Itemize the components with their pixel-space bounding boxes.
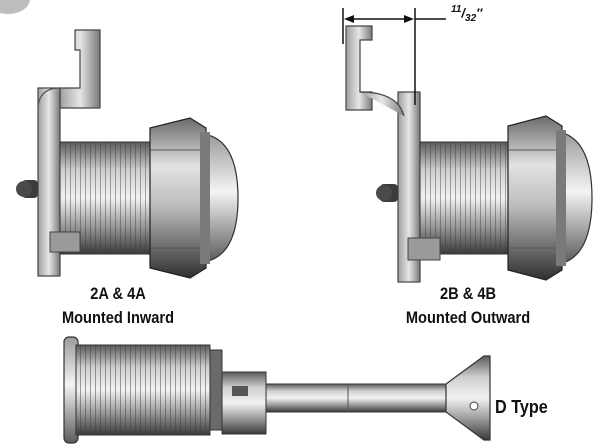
d-type-lock-illustration [63,336,491,444]
dimension-label: 11/32″ [451,4,483,24]
lock-2b-4b-illustration [345,25,593,283]
caption-code: 2B & 4B [439,284,497,303]
caption-description: Mounted Inward [61,308,175,327]
dimension-indicator [342,8,446,105]
lock-2a-4a-illustration [16,29,239,279]
caption-code: 2A & 4A [90,284,146,303]
caption-2b-4b: 2B & 4B Mounted Outward [373,282,562,330]
caption-description: Mounted Outward [405,308,531,327]
caption-2a-4a: 2A & 4A Mounted Inward [32,282,204,330]
caption-d-type: D Type [495,397,548,417]
